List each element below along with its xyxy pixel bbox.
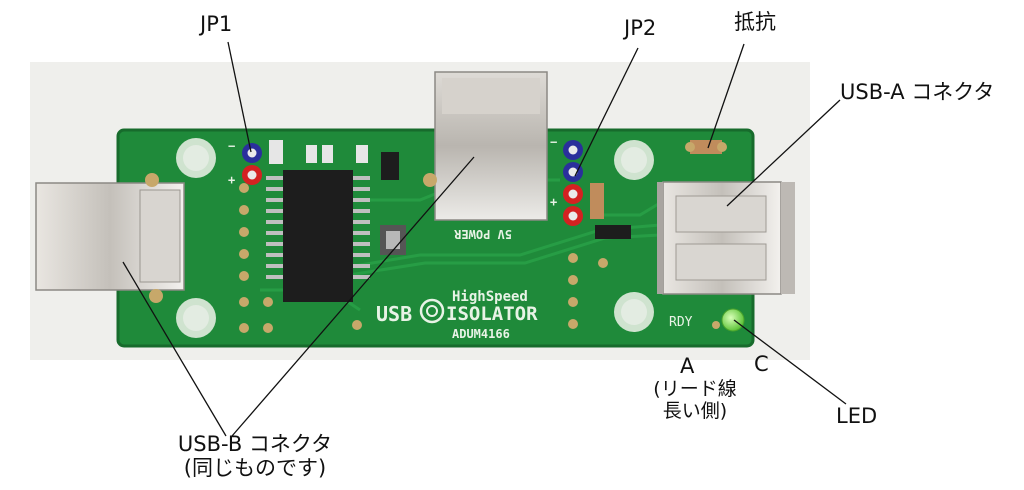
usb-a-label: USB-A コネクタ [840, 80, 995, 104]
header-pads [239, 183, 608, 333]
board-power-label: 5V POWER [453, 227, 512, 241]
isolator-logo-icon [419, 298, 445, 324]
board-brand-isolator: ISOLATOR [446, 303, 538, 325]
resistor-label: 抵抗 [734, 10, 776, 34]
anode-label: A [680, 354, 695, 378]
usb-a-leader-line [726, 99, 841, 207]
usb-b-connector-top [423, 71, 548, 221]
led-label: LED [836, 404, 878, 428]
jp2-label: JP2 [624, 16, 657, 40]
jp1-label: JP1 [200, 12, 233, 36]
jp1-pins [242, 143, 262, 185]
callout-lines [122, 41, 847, 437]
board-rdy-label: RDY [669, 315, 693, 330]
jp2-pins [563, 140, 583, 226]
mounting-holes [176, 138, 654, 338]
usb-b-label-line1: USB-B コネクタ [177, 432, 333, 456]
board-silkscreen: USB HighSpeed ISOLATOR ADUM4166 5V POWER… [228, 135, 693, 341]
board-brand-usb: USB [376, 302, 412, 326]
resistor-leader-line [707, 43, 745, 149]
usb-b-label: USB-B コネクタ (同じものです) [155, 432, 355, 480]
usb-b-connector-left [35, 173, 185, 303]
jp2-leader-line [574, 47, 639, 177]
led-component [712, 308, 745, 332]
jp1-minus-mark: − [228, 139, 235, 153]
jp2-minus-mark: − [550, 135, 557, 149]
usb-b-leader-line-2 [231, 156, 475, 437]
board-brand-highspeed: HighSpeed [452, 289, 528, 305]
anode-note: (リード線 長い側) [640, 378, 750, 422]
usb-b-leader-line-1 [122, 261, 227, 437]
isolator-ic [266, 170, 370, 302]
led-leader-line [733, 319, 847, 405]
jp2-plus-mark: + [550, 195, 557, 209]
jp1-plus-mark: + [228, 173, 235, 187]
cathode-label: C [754, 352, 769, 376]
board-brand-chip: ADUM4166 [452, 327, 510, 341]
usb-a-connector [657, 181, 795, 295]
anode-note-line2: 長い側) [662, 400, 728, 422]
smd-components [269, 140, 727, 255]
usb-b-label-line2: (同じものです) [183, 456, 327, 480]
anode-note-line1: (リード線 [653, 378, 737, 400]
jp1-leader-line [227, 41, 252, 153]
